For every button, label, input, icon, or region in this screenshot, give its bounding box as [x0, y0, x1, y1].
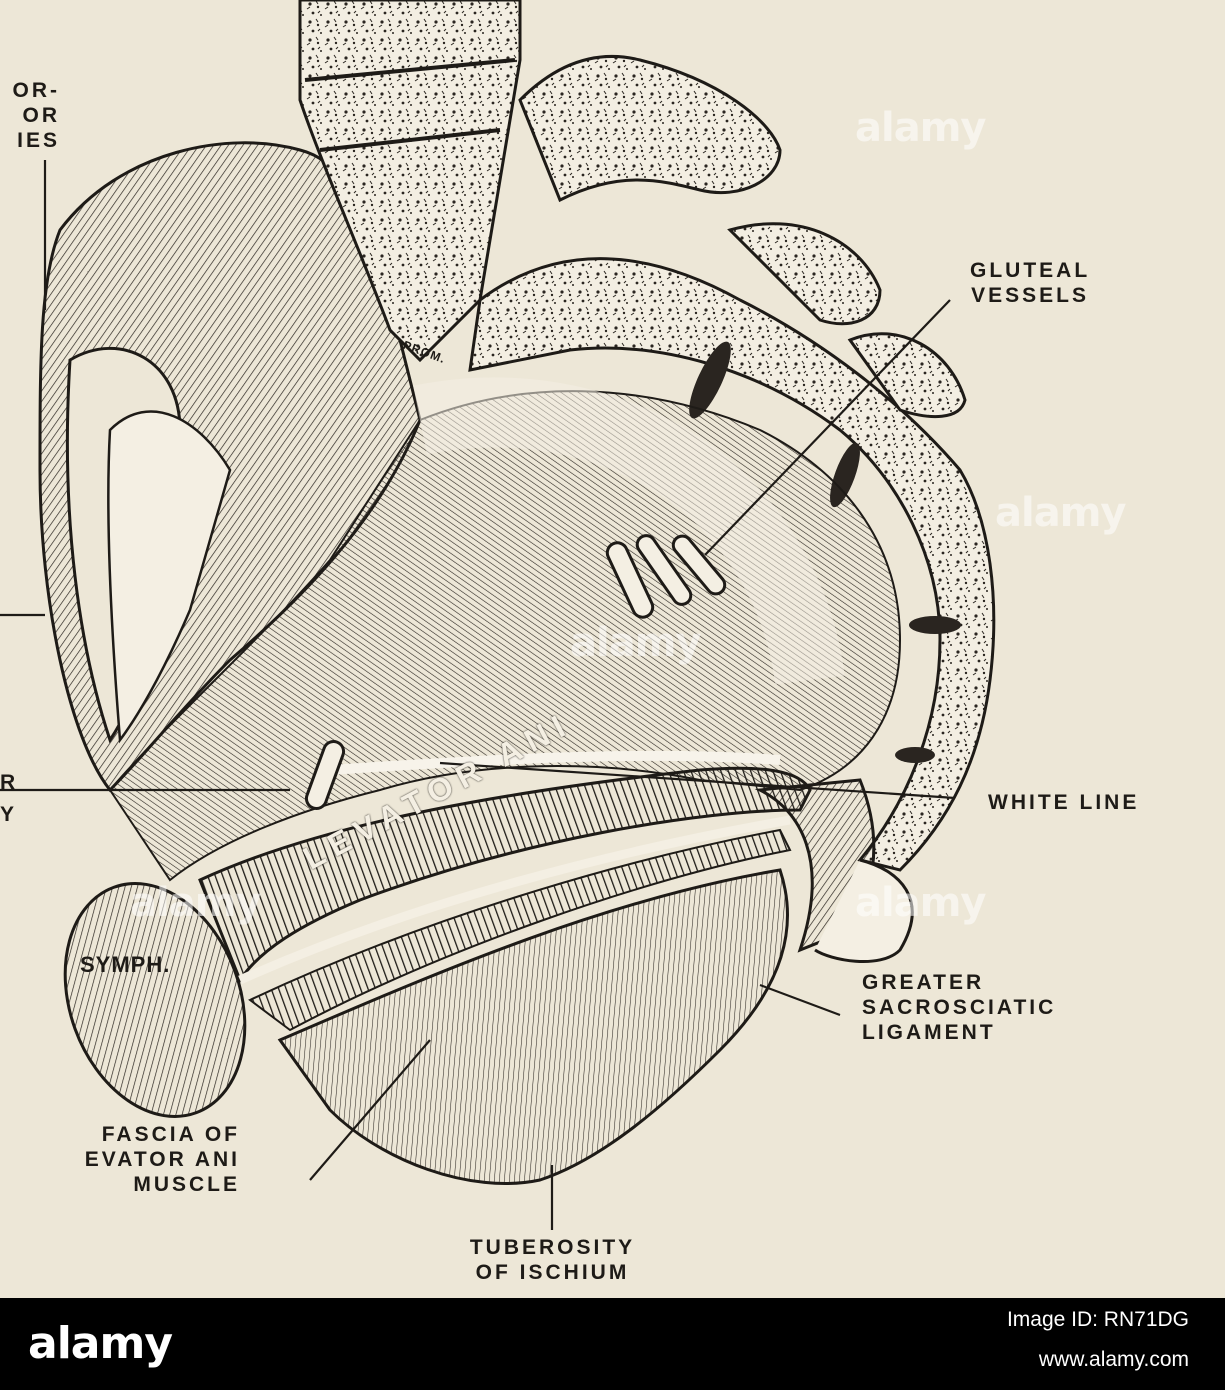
obturator-membrane — [107, 410, 232, 744]
watermark: alamy — [570, 620, 701, 666]
watermark: alamy — [855, 105, 986, 151]
sacral-foramen — [909, 616, 961, 634]
watermark: alamy — [995, 490, 1126, 536]
left-y-label: Y — [0, 803, 18, 826]
top-left-label: OR- OR IES — [12, 79, 60, 152]
posterior-iliac-spine — [518, 54, 782, 203]
tuberosity-ischium-label: TUBEROSITY OF ISCHIUM — [469, 1236, 636, 1284]
leader-lines — [0, 160, 956, 1230]
image-id: Image ID: RN71DG — [1006, 1308, 1189, 1331]
sacral-foramen — [689, 341, 731, 419]
gluteal-vessels-label: GLUTEAL VESSELS — [970, 259, 1091, 307]
obturator-vessel — [304, 740, 346, 810]
pubic-symphysis — [63, 882, 247, 1118]
sacrum — [468, 257, 996, 872]
left-r-label: R — [0, 771, 19, 794]
greater-sacrosciatic-ligament-label: GREATER SACROSCIATIC LIGAMENT — [862, 971, 1057, 1044]
alamy-logo: alamy — [28, 1318, 173, 1369]
pelvis-illustration — [0, 0, 996, 1230]
ischium — [277, 868, 789, 1185]
white-line-arcus — [329, 750, 781, 775]
stock-footer-bar: alamy Image ID: RN71DG www.alamy.com — [0, 1298, 1225, 1390]
gluteal-vessels — [605, 534, 727, 619]
fascia-levator-ani-label: FASCIA OF EVATOR ANI MUSCLE — [84, 1123, 240, 1196]
lumbar-vertebra — [298, 0, 522, 363]
watermark: alamy — [855, 880, 986, 926]
sacral-foramen — [895, 747, 935, 763]
anatomical-plate: SYMPH. PROM. LEVATOR ANI OR- OR IES GLUT… — [0, 0, 1140, 1284]
watermark: alamy — [130, 880, 261, 926]
site-url[interactable]: www.alamy.com — [1038, 1348, 1189, 1371]
symphysis-label: SYMPH. — [80, 952, 171, 977]
white-line-label: WHITE LINE — [988, 791, 1140, 814]
